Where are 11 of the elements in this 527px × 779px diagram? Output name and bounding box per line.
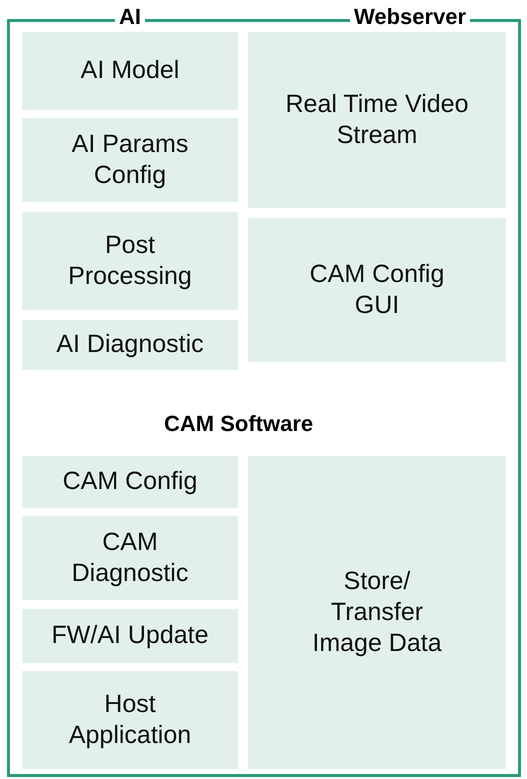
- module-box: AI Model: [22, 32, 238, 110]
- module-box: FW/AI Update: [22, 609, 238, 663]
- module-box: CAM Config: [22, 456, 238, 508]
- module-box: Store/ Transfer Image Data: [248, 456, 506, 769]
- module-box: Post Processing: [22, 212, 238, 310]
- module-box: CAM Config GUI: [248, 218, 506, 362]
- module-box: AI Diagnostic: [22, 320, 238, 370]
- module-box: CAM Diagnostic: [22, 516, 238, 600]
- module-box: Host Application: [22, 671, 238, 769]
- module-box: Real Time Video Stream: [248, 32, 506, 208]
- module-box: AI Params Config: [22, 118, 238, 202]
